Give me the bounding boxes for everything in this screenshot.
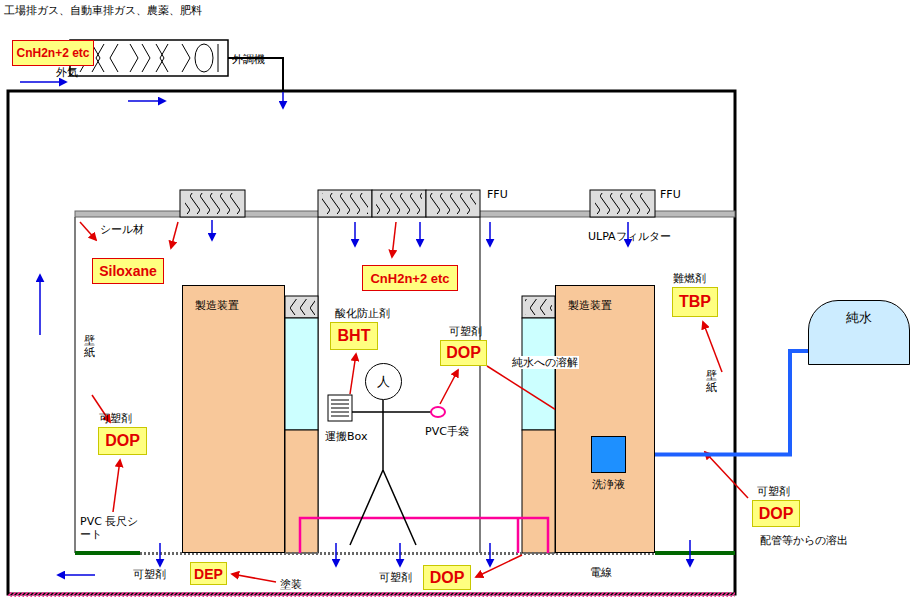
substance-category: 可塑剤 [379,570,412,585]
substance-category: 可塑剤 [449,324,482,339]
substance-name: DEP [194,566,223,582]
substance-name: DOP [759,505,794,523]
note-label: 運搬Box [325,430,367,443]
substance-box: DOP可塑剤 [423,565,471,590]
air-handler [70,40,283,92]
note-label: FFU [487,188,508,201]
substance-box: TBP難燃剤 [672,287,718,317]
note-label: 工場排ガス、自動車排ガス、農薬、肥料 [4,4,202,17]
note-label: ULPAフィルター [588,230,671,243]
tank-node: 純水 [808,300,910,365]
note-label: シール材 [100,223,144,236]
substance-box: DEP可塑剤 [190,562,227,585]
note-label: FFU [660,188,681,201]
note-label: 壁紙 [706,370,717,394]
machine-parts [285,296,555,553]
head-node: 人 [365,363,402,400]
substance-box: DOP可塑剤 [752,500,800,527]
cleanroom-ceiling [75,211,735,553]
substance-name: CnH2n+2 etc [370,271,449,286]
substance-name: DOP [446,344,481,362]
edge-label: 純水への溶解 [511,356,579,369]
electric-wire [300,518,548,553]
substance-category: 難燃剤 [673,271,706,286]
note-label: 配管等からの溶出 [760,534,848,547]
substance-box: CnH2n+2 etc [12,40,94,66]
substance-box: Siloxane [92,258,164,284]
machine-name: 製造装置 [195,298,239,313]
note-label: 塗装 [280,578,302,591]
substance-name: DOP [430,569,465,587]
substance-name: BHT [338,327,371,345]
building-wall [8,91,735,594]
liquid-name: 洗浄液 [592,477,625,492]
substance-box: DOP可塑剤 [440,340,487,366]
substance-category: 酸化防止剤 [335,306,390,321]
liquid-node: 洗浄液 [591,436,626,473]
substance-box: DOP可塑剤 [98,427,147,455]
note-label: 電線 [590,566,612,579]
substance-category: 可塑剤 [757,484,790,499]
substance-name: TBP [679,293,711,311]
unit-name: 外調機 [232,52,265,67]
substance-category: 可塑剤 [133,567,166,582]
substance-box: BHT酸化防止剤 [330,322,378,350]
substance-name: Siloxane [99,263,157,279]
note-label: PVC手袋 [425,425,469,438]
ffu-units [180,190,655,217]
machine-name: 製造装置 [568,298,612,313]
floor-hatch [8,592,735,597]
person-head: 人 [377,373,390,391]
note-label: 壁紙 [84,335,95,359]
air-flow-arrows [20,82,690,575]
outside-node: 外調機 [70,40,228,76]
note-label: 外気 [56,66,78,79]
contamination-arrows [80,222,748,582]
substance-box: CnH2n+2 etc [362,265,458,291]
substance-name: DOP [105,432,140,450]
substance-category: 可塑剤 [99,411,132,426]
tank-name: 純水 [846,309,872,327]
machine-node: 製造装置洗浄液 [555,285,655,553]
person [328,395,445,545]
machine-node: 製造装置 [182,285,285,553]
note-label: PVC 長尺シート [80,515,142,541]
substance-name: CnH2n+2 etc [16,46,89,60]
